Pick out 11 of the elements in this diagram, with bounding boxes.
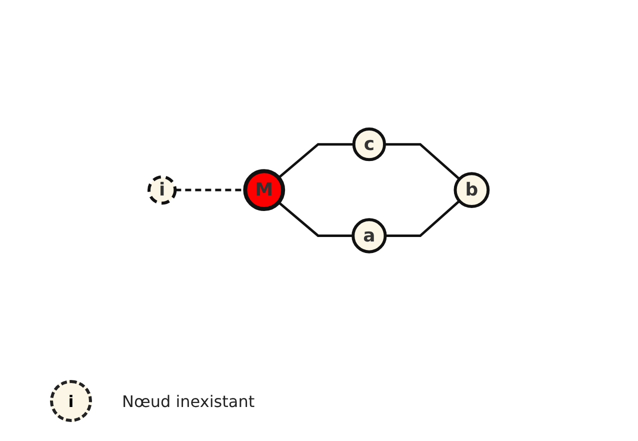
node-circle: b [454, 172, 490, 208]
legend-text: Nœud inexistant [122, 392, 255, 410]
node-circle: M [244, 168, 286, 211]
connector [278, 142, 354, 178]
legend-sample-circle: i [50, 380, 92, 422]
connector [278, 200, 354, 237]
connector [384, 142, 461, 180]
connector [386, 200, 461, 237]
node-circle: a [352, 218, 388, 253]
node-circle: i [148, 175, 178, 204]
node-circle: c [352, 127, 386, 161]
